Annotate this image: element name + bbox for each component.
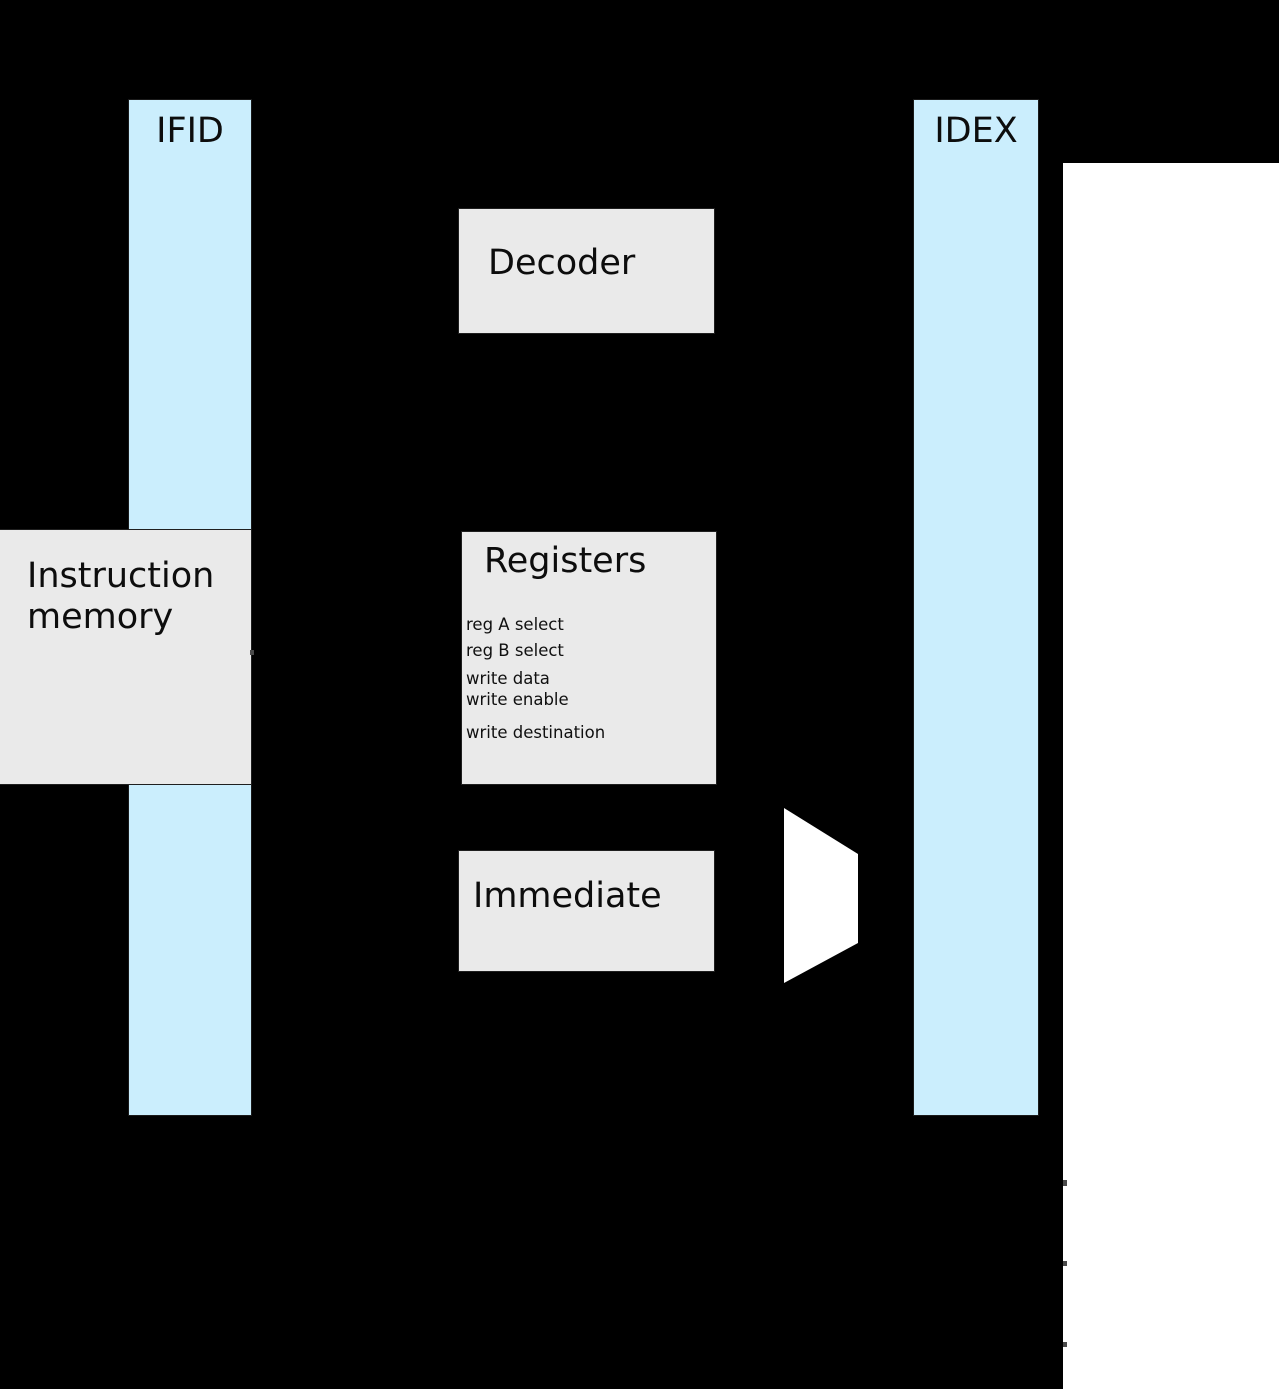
block-decoder[interactable]: Decoder [458,208,715,334]
registers-port-write-enable: write enable [466,689,569,709]
block-registers[interactable]: Registers reg A select reg B select writ… [461,531,717,785]
registers-port-reg-b-select: reg B select [466,640,564,660]
registers-port-list: reg A select reg B select write data wri… [466,615,606,742]
block-registers-label: Registers [484,541,647,581]
pipeline-register-idex[interactable]: IDEX [913,99,1039,1116]
block-decoder-label: Decoder [488,243,636,283]
mux-operand-select[interactable] [784,808,860,984]
block-instruction-memory-label: Instruction memory [27,556,215,638]
registers-port-write-data: write data [466,669,550,688]
connector-nub-plate-upper [1063,1180,1067,1186]
connector-nub-plate-lower [1063,1342,1067,1347]
block-instruction-memory[interactable]: Instruction memory [0,529,252,785]
pipeline-register-ifid-label: IFID [156,111,224,151]
pipeline-register-idex-label: IDEX [934,111,1018,151]
connector-nub-plate-middle [1063,1261,1067,1266]
block-immediate[interactable]: Immediate [458,850,715,972]
white-background-plate [1063,163,1279,1389]
registers-port-reg-a-select: reg A select [466,615,564,634]
connector-nub-instruction-memory-right [250,650,254,655]
registers-port-write-destination: write destination [466,723,606,742]
block-immediate-label: Immediate [473,876,662,916]
